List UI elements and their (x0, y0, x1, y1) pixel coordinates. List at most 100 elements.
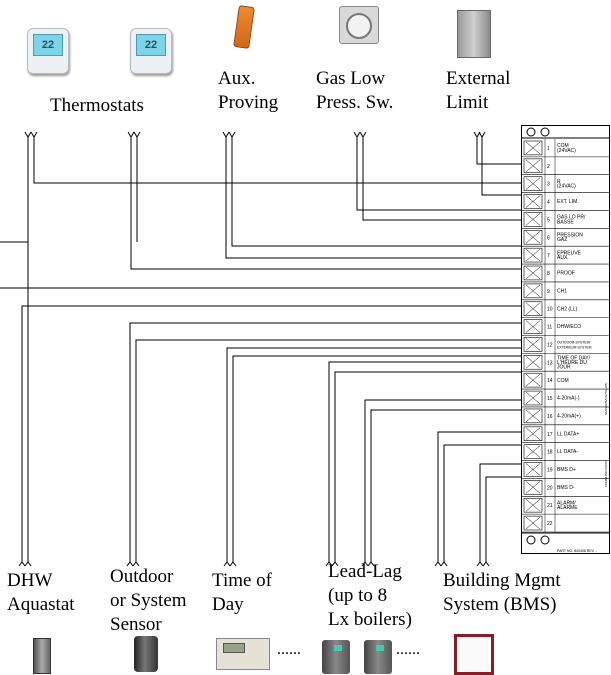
terminal-screw-mark (525, 338, 541, 351)
wire-outdoor-a (129, 322, 522, 562)
thermostat-1-icon: 22 (27, 28, 69, 74)
terminal-label: PROOF (557, 271, 575, 277)
label-outdoor-3: Sensor (110, 614, 162, 635)
terminal-label: AUX. (557, 255, 569, 261)
terminal-label: 4-20mA(+) (557, 413, 581, 419)
label-thermostats: Thermostats (50, 95, 144, 116)
terminal-label: COM (557, 378, 569, 384)
terminal-number: 10 (547, 307, 553, 313)
terminal-screw-mark (525, 195, 541, 208)
side-label-sensors: SENSORS/CAPTEURS (604, 383, 608, 415)
terminal-screw-mark (525, 266, 541, 280)
dhw-aquastat-icon (33, 638, 51, 674)
terminal-label: LL DATA+ (557, 431, 579, 437)
terminal-label: R (557, 179, 561, 185)
terminal-label: CH1 (557, 288, 567, 294)
terminal-number: 3 (547, 182, 550, 188)
terminal-label: JOUR (557, 364, 571, 370)
dots-left: ...... (277, 641, 301, 658)
label-lead-lag-2: (up to 8 (328, 585, 388, 606)
wire-ll-b (334, 371, 522, 562)
terminal-number: 22 (547, 521, 553, 527)
terminal-screw-mark (525, 409, 541, 423)
terminal-label: GAS LO PR/ (557, 215, 586, 221)
terminal-label: EXTERIEUR-SYSTEM (557, 345, 592, 349)
gas-pressure-switch-icon (339, 6, 379, 44)
wire-gas-b (362, 137, 522, 221)
label-bms-1: Building Mgmt (443, 570, 561, 591)
terminal-number: 6 (547, 235, 550, 241)
label-lead-lag-1: Lead-Lag (328, 561, 402, 582)
terminal-label: EPREUVE (557, 250, 582, 256)
terminal-number: 16 (547, 414, 553, 420)
terminal-16: 16 4-20mA(+) (521, 406, 609, 426)
time-of-day-icon (216, 638, 270, 670)
wire-bms-b (443, 444, 522, 562)
label-dhw-1: DHW (7, 570, 53, 591)
terminal-label: (24VAC) (557, 184, 576, 190)
thermostat-2-display: 22 (136, 34, 166, 56)
thermostat-1-display: 22 (33, 34, 63, 56)
terminal-label: OUTDOOR-SYSTEM/ (557, 341, 590, 345)
terminal-screw-mark (525, 445, 541, 458)
terminal-screw-mark (525, 481, 541, 494)
terminal-14: 14 COM (521, 371, 609, 390)
terminal-label: TIME OF DAY/ (557, 355, 591, 361)
terminal-label: PRESSION (557, 233, 583, 239)
terminal-screw-mark (525, 320, 541, 333)
terminal-screw-mark (525, 177, 541, 190)
terminal-22: 22 (521, 514, 609, 533)
terminal-label: GAZ (557, 237, 567, 243)
terminal-number: 4 (547, 200, 550, 206)
terminal-screw-mark (525, 499, 541, 512)
terminal-screw-mark (525, 463, 541, 476)
terminal-label: (24VAC) (557, 148, 576, 154)
terminal-screw-mark (525, 213, 541, 226)
terminal-8: 8 PROOF (521, 264, 609, 283)
lx-boiler-1-icon (322, 640, 350, 674)
label-gas-low-2: Press. Sw. (316, 92, 394, 113)
wire-gas-a (356, 137, 522, 211)
terminal-screw-mark (525, 302, 541, 315)
wire-dhw-a (21, 305, 522, 562)
terminal-number: 2 (547, 164, 550, 170)
bms-panel-icon (454, 634, 494, 675)
terminal-label: BASSE (557, 219, 574, 225)
thermostat-2-icon: 22 (130, 28, 172, 74)
terminal-number: 17 (547, 432, 553, 438)
terminal-number: 13 (547, 360, 553, 366)
wire-ll-a (328, 361, 522, 562)
lx-boiler-2-icon (364, 640, 392, 674)
terminal-screw-mark (525, 356, 541, 369)
terminal-screw-mark (525, 516, 541, 530)
terminal-screw-mark (525, 231, 541, 244)
terminal-12: 12 OUTDOOR-SYSTEM/EXTERIEUR-SYSTEM (521, 335, 609, 354)
terminal-label: BMS D- (557, 485, 575, 491)
terminal-label: BMS D+ (557, 467, 576, 473)
label-lead-lag-3: Lx boilers) (328, 609, 412, 630)
terminal-number: 11 (547, 325, 552, 331)
terminal-number: 12 (547, 342, 553, 348)
terminal-number: 14 (547, 378, 553, 384)
terminal-screw-mark (525, 141, 541, 155)
label-aux-proving-1: Aux. (218, 68, 256, 89)
terminal-number: 18 (547, 450, 553, 456)
wire-alarm-b (485, 476, 522, 562)
wire-ext-b (481, 137, 522, 196)
terminal-number: 8 (547, 271, 550, 277)
terminal-label: L'HEURE DU (557, 360, 587, 366)
wire-outdoor-b (135, 339, 522, 562)
dots-right: ...... (396, 641, 420, 658)
label-bms-2: System (BMS) (443, 594, 557, 615)
